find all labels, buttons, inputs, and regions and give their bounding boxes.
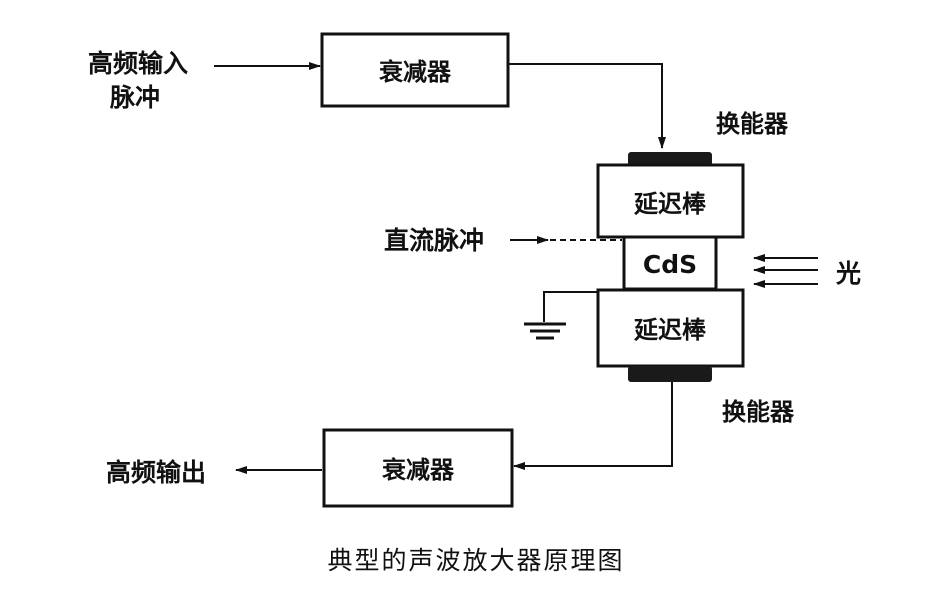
ground-wire <box>543 291 598 322</box>
dc-pulse-label: 直流脉冲 <box>384 226 484 255</box>
transducer-to-attenuator-wire <box>513 382 673 470</box>
attenuator-top-label: 衰减器 <box>378 58 452 86</box>
attenuator-top-box <box>320 32 510 108</box>
light-label: 光 <box>835 259 861 288</box>
attenuator-bottom-label: 衰减器 <box>381 456 455 484</box>
attenuator-to-transducer-wire <box>508 63 666 149</box>
diagram-caption: 典型的声波放大器原理图 <box>327 546 624 575</box>
delay-rod-bottom-box <box>596 288 745 368</box>
delay-rod-top-label: 延迟棒 <box>633 190 707 218</box>
transducer-top-pad <box>628 152 712 166</box>
hf-output-label: 高频输出 <box>106 458 206 487</box>
transducer-bottom-label: 换能器 <box>722 398 795 426</box>
cds-label: CdS <box>643 250 697 279</box>
delay-rod-bottom-label: 延迟棒 <box>633 316 707 344</box>
hf-input-label-line2: 脉冲 <box>109 83 160 112</box>
transducer-top-label: 换能器 <box>716 110 789 138</box>
hf-input-label-line1: 高频输入 <box>88 49 188 78</box>
cds-box <box>622 235 718 291</box>
attenuator-bottom-box <box>322 428 514 508</box>
transducer-bottom-pad <box>628 366 712 382</box>
